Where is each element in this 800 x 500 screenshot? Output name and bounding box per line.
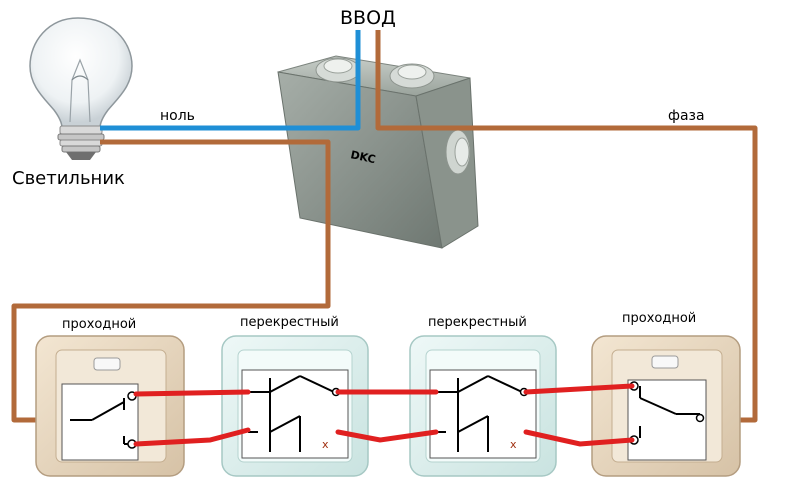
- switch-pass-left: [35, 335, 185, 477]
- light-bulb-icon: [29, 17, 133, 160]
- switch-cross-1: x: [221, 335, 369, 477]
- svg-text:x: x: [322, 438, 329, 451]
- switch-cross-2: x: [409, 335, 557, 477]
- phase-label: фаза: [668, 108, 705, 124]
- neutral-label: ноль: [160, 108, 195, 124]
- junction-box: DKC: [277, 55, 479, 249]
- neutral-wire: [100, 30, 361, 131]
- switch-left-label: проходной: [62, 317, 136, 332]
- lamp-return-wire: [11, 139, 331, 423]
- link-wires: [133, 383, 635, 447]
- junction-box-brand: DKC: [349, 148, 376, 166]
- input-label: ВВОД: [340, 7, 396, 29]
- switch-cross-2-label: перекрестный: [428, 315, 527, 330]
- lamp-label: Светильник: [12, 168, 125, 189]
- switch-right-label: проходной: [622, 311, 696, 326]
- switch-cross-1-label: перекрестный: [240, 315, 339, 330]
- svg-text:x: x: [510, 438, 517, 451]
- switch-pass-right: [591, 335, 741, 477]
